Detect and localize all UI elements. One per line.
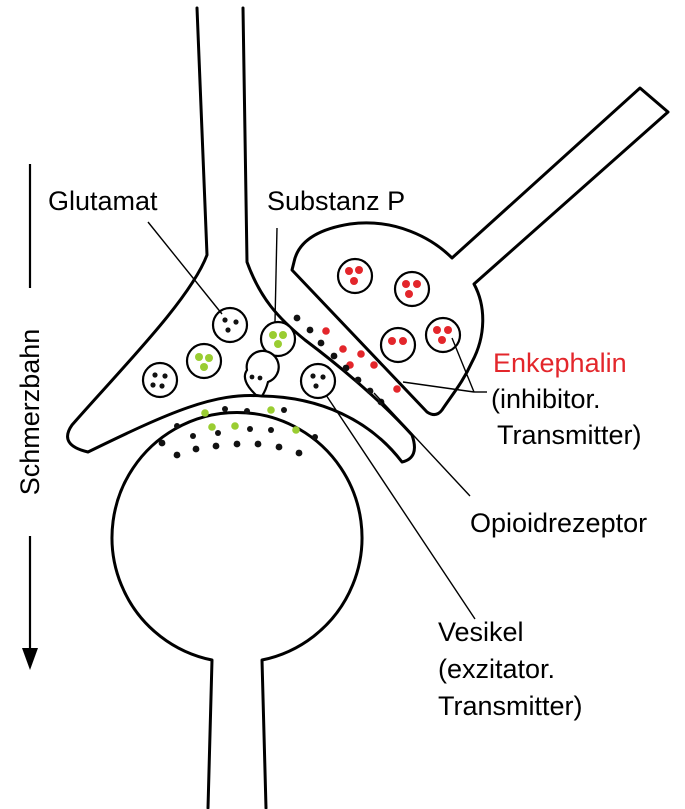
inhibitory-terminal bbox=[290, 86, 670, 417]
postsynaptic-receptors bbox=[158, 439, 303, 459]
presynaptic-terminal bbox=[66, 6, 416, 464]
vesicle-glutamate bbox=[141, 361, 179, 399]
vesicles bbox=[141, 257, 462, 400]
leader-glutamat bbox=[147, 221, 223, 315]
vesicle-glutamate bbox=[211, 306, 249, 344]
leader-enkephalin-b bbox=[402, 381, 475, 393]
leader-substanz-p bbox=[274, 227, 278, 323]
vesicle-enkephalin bbox=[424, 316, 462, 354]
vesicle-enkephalin bbox=[379, 326, 417, 364]
vesicle-enkephalin bbox=[336, 257, 374, 295]
vesicle-enkephalin bbox=[393, 270, 431, 308]
label-enkephalin: Enkephalin bbox=[493, 348, 627, 378]
leader-vesikel bbox=[325, 394, 476, 620]
vesicle-substance-p bbox=[259, 320, 297, 358]
label-enkephalin-note-1: (inhibitor. bbox=[491, 384, 601, 414]
synaptic-cleft-transmitters bbox=[174, 327, 401, 440]
vesicle-substance-p bbox=[185, 342, 223, 380]
arrow-down-icon bbox=[22, 648, 38, 670]
vesicle-glutamate bbox=[299, 362, 337, 400]
leader-opioidrezeptor bbox=[373, 392, 471, 497]
leader-lines bbox=[147, 221, 487, 620]
label-enkephalin-note-2: Transmitter) bbox=[497, 420, 642, 450]
label-substanz-p: Substanz P bbox=[267, 186, 405, 216]
label-vesikel: Vesikel bbox=[438, 617, 524, 647]
pain-pathway-arrow: Schmerzbahn bbox=[15, 164, 45, 670]
vesicle-fusing bbox=[243, 349, 280, 398]
label-opioidrezeptor: Opioidrezeptor bbox=[470, 508, 647, 538]
postsynaptic-neuron bbox=[110, 411, 364, 809]
label-vesikel-note-2: Transmitter) bbox=[438, 691, 583, 721]
leader-enkephalin-a bbox=[451, 337, 475, 393]
label-vesikel-note-1: (exzitator. bbox=[438, 654, 555, 684]
label-glutamat: Glutamat bbox=[48, 186, 158, 216]
vesicle-contents bbox=[150, 266, 452, 389]
label-schmerzbahn: Schmerzbahn bbox=[15, 329, 45, 496]
opioid-receptors bbox=[293, 314, 385, 406]
